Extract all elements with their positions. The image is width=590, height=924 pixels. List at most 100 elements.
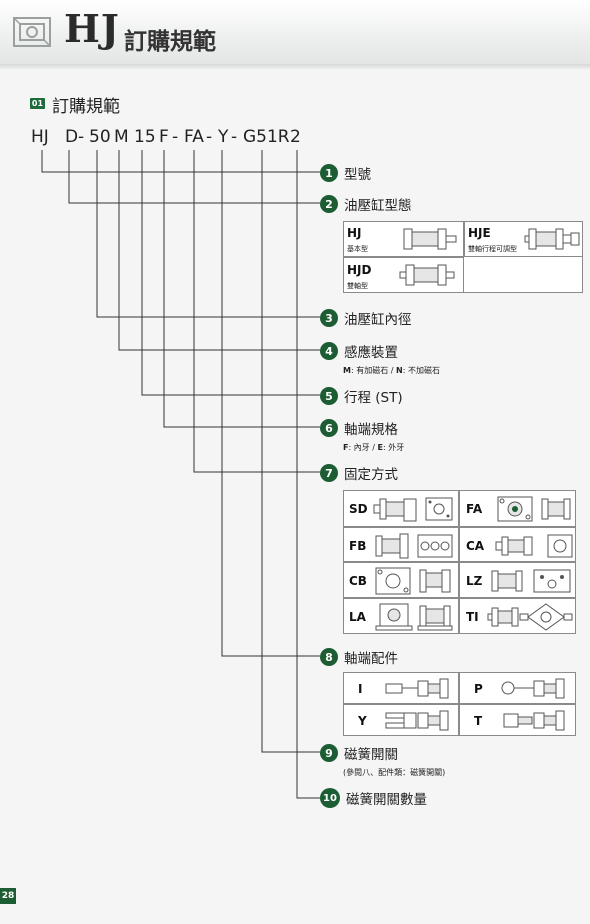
cb-mount-icon — [375, 567, 451, 595]
type-code: HJ — [347, 226, 362, 240]
accessory-code: I — [358, 682, 363, 696]
section-title: 訂購規範 — [52, 97, 120, 117]
item-number: 5 — [320, 387, 338, 405]
item-number: 6 — [320, 419, 338, 437]
code-model: HJ — [31, 127, 49, 147]
mount-cell-fa: FA — [459, 491, 575, 527]
accessory-code: T — [474, 714, 483, 728]
mount-code: FA — [466, 502, 483, 516]
switch-note: (參閱八、配件類：磁簧開關) — [343, 768, 446, 777]
item-label: 固定方式 — [344, 467, 398, 483]
item-number: 9 — [320, 744, 338, 762]
item-switch-qty: 10 磁簧開關數量 — [320, 788, 427, 808]
code-stroke: 15 — [134, 127, 156, 147]
rod-end-note: F: 內牙 / E: 外牙 — [343, 443, 405, 452]
series-name: HJ — [64, 6, 120, 51]
item-number: 4 — [320, 342, 338, 360]
code-type: D — [65, 127, 79, 147]
cylinder-logo-icon — [13, 17, 51, 47]
mount-code: TI — [466, 610, 479, 624]
code-dash: - — [206, 127, 213, 147]
type-desc: 雙軸型 — [347, 282, 368, 290]
item-label: 軸端規格 — [344, 422, 398, 438]
lz-mount-icon — [491, 569, 571, 593]
hje-cylinder-icon — [524, 228, 580, 250]
la-mount-icon — [375, 603, 453, 631]
item-label: 磁簧開關數量 — [346, 792, 427, 808]
accessory-table: I P Y T — [343, 672, 576, 736]
y-joint-icon — [385, 710, 449, 731]
t-joint-icon — [503, 710, 565, 731]
code-sensor: M — [114, 127, 129, 147]
mount-cell-ti: TI — [459, 598, 575, 633]
item-bore: 3 油壓缸內徑 — [320, 308, 412, 328]
accessory-code: P — [474, 682, 483, 696]
mount-code: FB — [349, 539, 367, 553]
page-number: 28 — [0, 888, 16, 904]
item-label: 油壓缸型態 — [344, 198, 412, 214]
code-switch: G51R — [243, 127, 290, 147]
mount-code: SD — [349, 502, 368, 516]
item-mounting: 7 固定方式 — [320, 463, 398, 483]
page-header — [0, 0, 590, 66]
item-cylinder-type: 2 油壓缸型態 — [320, 194, 412, 214]
mount-cell-lz: LZ — [459, 562, 575, 598]
item-label: 磁簧開關 — [344, 747, 398, 763]
ti-mount-icon — [487, 603, 573, 631]
item-number: 2 — [320, 195, 338, 213]
item-rod-end: 6 軸端規格 — [320, 418, 398, 438]
mount-cell-ca: CA — [459, 527, 575, 562]
mount-code: LA — [349, 610, 366, 624]
code-accessory: Y — [218, 127, 229, 147]
accessory-code: Y — [358, 714, 367, 728]
mount-cell-cb: CB — [344, 562, 459, 598]
mount-cell-sd: SD — [344, 491, 459, 527]
code-switch-qty: 2 — [290, 127, 301, 147]
accessory-cell-y: Y — [344, 704, 459, 735]
type-desc: 基本型 — [347, 245, 368, 253]
item-reed-switch: 9 磁簧開關 — [320, 743, 398, 763]
mounting-table: SD FA FB — [343, 490, 576, 634]
fa-mount-icon — [497, 496, 571, 522]
item-number: 7 — [320, 464, 338, 482]
mount-cell-fb: FB — [344, 527, 459, 562]
cylinder-type-table: HJ 基本型 HJE 雙軸行程可調型 HJD 雙軸型 — [343, 221, 583, 293]
item-label: 型號 — [344, 167, 371, 183]
accessory-cell-t: T — [459, 704, 575, 735]
item-label: 行程 (ST) — [344, 390, 403, 406]
section-badge: 01 — [30, 98, 45, 109]
type-code: HJE — [468, 226, 491, 240]
mount-code: LZ — [466, 574, 483, 588]
type-desc: 雙軸行程可調型 — [468, 245, 517, 253]
item-label: 油壓缸內徑 — [344, 312, 412, 328]
item-label: 感應裝置 — [344, 345, 398, 361]
ca-mount-icon — [495, 534, 573, 558]
item-number: 1 — [320, 164, 338, 182]
type-cell-hje: HJE 雙軸行程可調型 — [464, 222, 582, 257]
code-dash: - — [78, 127, 85, 147]
accessory-cell-p: P — [459, 673, 575, 704]
code-dash: - — [231, 127, 238, 147]
code-mount: FA — [184, 127, 204, 147]
hjd-cylinder-icon — [399, 264, 455, 286]
item-sensor: 4 感應裝置 — [320, 341, 398, 361]
item-model: 1 型號 — [320, 163, 371, 183]
p-joint-icon — [501, 678, 565, 699]
type-code: HJD — [347, 263, 372, 277]
header-title: 訂購規範 — [124, 29, 216, 55]
item-number: 3 — [320, 309, 338, 327]
mount-cell-la: LA — [344, 598, 459, 633]
sensor-note: M: 有加磁石 / N: 不加磁石 — [343, 366, 440, 375]
fb-mount-icon — [375, 533, 453, 559]
item-stroke: 5 行程 (ST) — [320, 386, 403, 406]
type-cell-hj: HJ 基本型 — [344, 222, 464, 257]
item-number: 8 — [320, 648, 338, 666]
header-divider — [0, 64, 590, 70]
sd-mount-icon — [373, 497, 453, 522]
hj-cylinder-icon — [403, 228, 457, 250]
code-dash: - — [172, 127, 179, 147]
type-cell-hjd: HJD 雙軸型 — [344, 257, 464, 292]
item-rod-accessory: 8 軸端配件 — [320, 647, 398, 667]
code-rod-end: F — [159, 127, 169, 147]
